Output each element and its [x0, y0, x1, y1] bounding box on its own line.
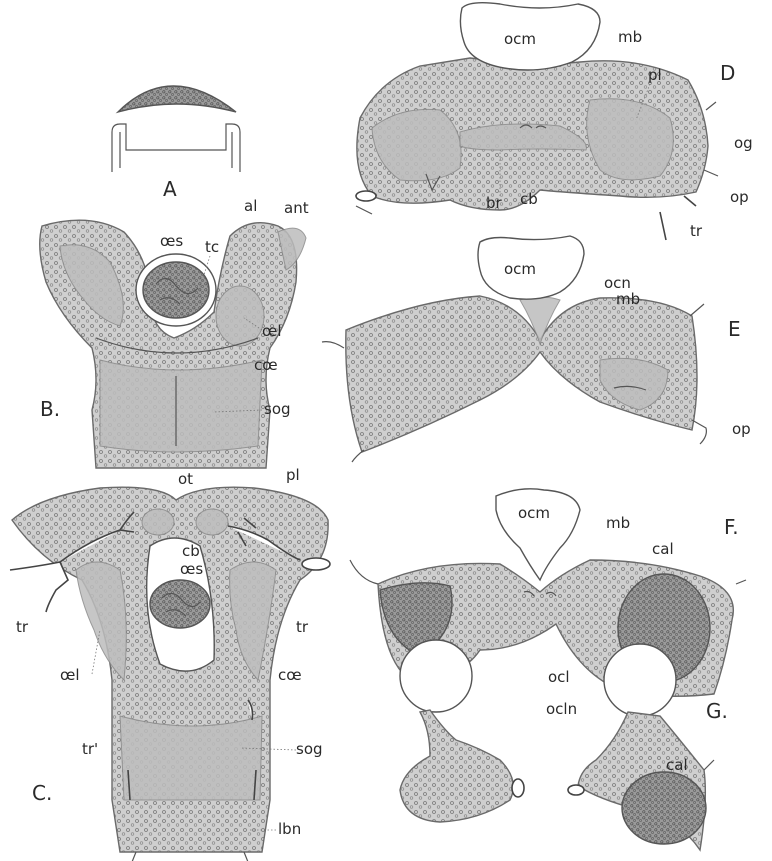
panel-c: ot pl cb œs tr tr œl cœ tr' sog lbn C.	[10, 466, 330, 861]
panel-b-suboesophageal-ganglion	[100, 360, 262, 452]
panel-c-label-ot: ot	[178, 470, 193, 488]
panel-g-label-cal: cal	[666, 756, 688, 774]
panel-d-label-og: og	[734, 134, 753, 152]
panel-d-letter: D	[720, 61, 735, 85]
panel-b-label-oes: œs	[160, 232, 183, 250]
panel-d-label-pl: pl	[648, 66, 662, 84]
panel-g-label-ocln: ocln	[546, 700, 577, 718]
panel-c-optic-tubercle-right	[196, 509, 228, 535]
panel-c-labial-nerves	[132, 852, 248, 861]
panel-c-trachea-left	[10, 562, 68, 612]
panel-d-label-br: br	[486, 194, 503, 212]
panel-b-label-coe: cœ	[254, 356, 278, 374]
panel-b: al ant œs tc œl cœ sog B.	[40, 197, 309, 468]
panel-e-label-mb: mb	[616, 290, 640, 308]
panel-c-label-coe: cœ	[278, 666, 302, 684]
panel-g-left-ocellar-lobe	[400, 640, 472, 712]
panel-d-trachea-left	[356, 191, 376, 201]
panel-d-label-ocm: ocm	[504, 30, 536, 48]
panel-f-ocellar-mass	[496, 489, 580, 580]
panel-g-calyx	[622, 772, 706, 844]
panel-c-label-tr-left: tr	[16, 618, 29, 636]
panel-c-label-sog: sog	[296, 740, 323, 758]
panel-g-letter: G.	[706, 699, 728, 723]
panel-d-label-tr: tr	[690, 222, 703, 240]
panel-e-optic-nerve	[692, 420, 706, 444]
panel-f-letter: F.	[724, 515, 739, 539]
panel-e-label-op: op	[732, 420, 751, 438]
panel-d-label-op: op	[730, 188, 749, 206]
panel-b-letter: B.	[40, 397, 60, 421]
panel-c-oesophagus	[150, 580, 210, 628]
panel-c-label-oel: œl	[60, 666, 80, 684]
panel-c-suboesophageal-ganglion	[120, 716, 262, 800]
panel-c-label-lbn: lbn	[278, 820, 301, 838]
panel-g-nerve	[704, 760, 714, 770]
panel-a: A	[112, 86, 240, 201]
panel-g-left-lobe	[400, 710, 513, 822]
panel-f-label-cal: cal	[652, 540, 674, 558]
panel-d-nerve-left	[356, 206, 372, 214]
panel-c-trachea-right	[302, 558, 330, 570]
panel-g-label-ocl: ocl	[548, 668, 570, 686]
panel-b-label-oel: œl	[262, 322, 282, 340]
panel-c-letter: C.	[32, 781, 52, 805]
panel-d-right-protocerebral-lobe	[587, 99, 674, 180]
panel-c-optic-tubercle-left	[142, 509, 174, 535]
panel-c-label-tr-prime: tr'	[82, 740, 98, 758]
panel-d-label-mb: mb	[618, 28, 642, 46]
panel-b-label-sog: sog	[264, 400, 291, 418]
panel-g-right-ocellar-lobe	[604, 644, 676, 716]
panel-b-label-al: al	[244, 197, 257, 215]
panel-a-letter: A	[163, 177, 177, 201]
panel-f-label-mb: mb	[606, 514, 630, 532]
panel-a-outline	[112, 124, 240, 172]
panel-c-label-tr-right: tr	[296, 618, 309, 636]
panel-b-label-tc: tc	[205, 238, 219, 256]
panel-b-oesophageal-lobe	[216, 286, 264, 346]
panel-e: ocm ocn mb op E	[322, 236, 751, 462]
panel-c-left-connective	[76, 562, 126, 680]
panel-a-dorsal-lens	[118, 86, 236, 112]
panel-e-letter: E	[728, 317, 741, 341]
panel-d-label-cb: cb	[520, 190, 538, 208]
panel-e-label-ocm: ocm	[504, 260, 536, 278]
panel-c-label-oes: œs	[180, 560, 203, 578]
panel-f-label-ocm: ocm	[518, 504, 550, 522]
panel-c-label-pl: pl	[286, 466, 300, 484]
panel-d: ocm mb pl og op tr br cb D	[356, 3, 753, 240]
panel-g-right-trachea	[568, 785, 584, 795]
panel-c-label-cb: cb	[182, 542, 200, 560]
panel-b-label-ant: ant	[284, 199, 309, 217]
panel-g-left-trachea	[512, 779, 524, 797]
